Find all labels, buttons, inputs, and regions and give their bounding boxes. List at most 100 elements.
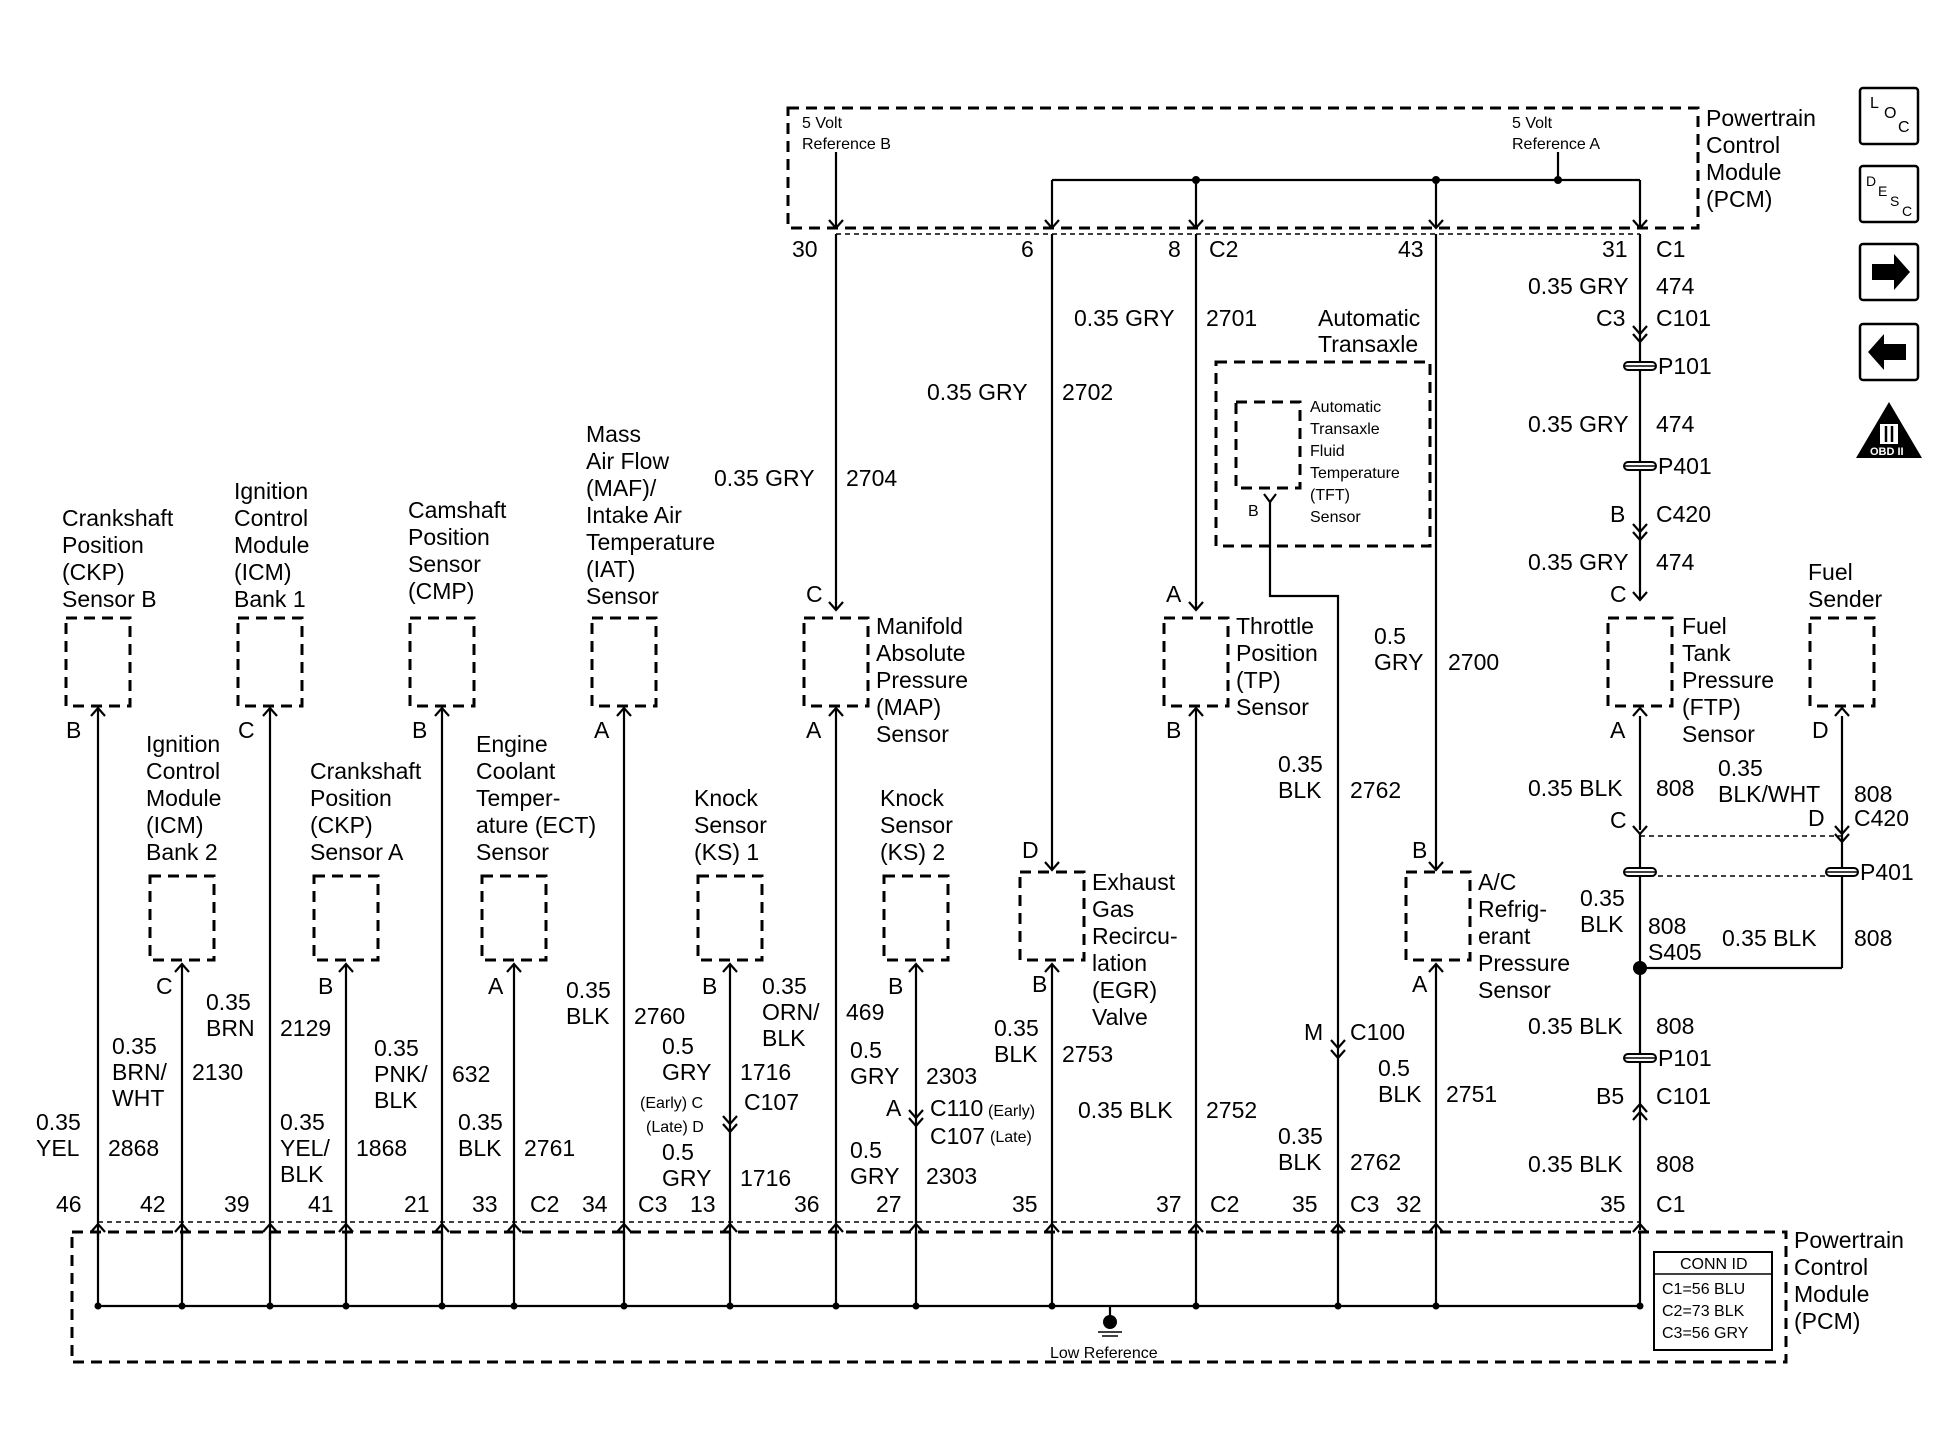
ckp-a-label: Sensor A bbox=[310, 839, 404, 865]
wire-label: 0.35 BLK bbox=[1078, 1097, 1173, 1123]
ks1-label: (KS) 1 bbox=[694, 839, 759, 865]
circuit-number: 2760 bbox=[634, 1003, 685, 1029]
egr-label: Valve bbox=[1092, 1004, 1148, 1030]
tp-label: Sensor bbox=[1236, 694, 1309, 720]
ks1-label: Sensor bbox=[694, 812, 767, 838]
bus-junction bbox=[1048, 1302, 1056, 1310]
pcm-title: Control bbox=[1794, 1254, 1868, 1280]
ks2-label: Sensor bbox=[880, 812, 953, 838]
connector-label: C420 bbox=[1656, 501, 1711, 527]
conn-id-title: CONN ID bbox=[1680, 1256, 1748, 1273]
pin-letter: A bbox=[1166, 581, 1182, 607]
pcm-pin-arrow bbox=[506, 1222, 522, 1233]
bus-junction bbox=[620, 1302, 628, 1310]
ref-a-label: 5 Volt bbox=[1512, 115, 1553, 132]
obd-ii-icon[interactable]: OBD II bbox=[1856, 402, 1922, 458]
egr-label: Gas bbox=[1092, 896, 1134, 922]
wire-labels: 0.35 YEL 2868 0.35 BRN/ WHT 2130 0.35 BR… bbox=[36, 973, 1497, 1191]
maf-label: Mass bbox=[586, 421, 641, 447]
ac-label: Refrig- bbox=[1478, 896, 1547, 922]
conn-id-box bbox=[1653, 1251, 1773, 1351]
svg-text:C: C bbox=[1898, 119, 1910, 136]
circuit-number: 2303 bbox=[926, 1063, 977, 1089]
transaxle-label: Automatic bbox=[1318, 305, 1420, 331]
pin-letter: B bbox=[888, 973, 903, 999]
connector-label: P401 bbox=[1860, 859, 1914, 885]
wire-label: 0.35 bbox=[36, 1109, 81, 1135]
wire-label: GRY bbox=[662, 1059, 711, 1085]
ckp-b-label: (CKP) bbox=[62, 559, 125, 585]
ect-label: ature (ECT) bbox=[476, 812, 596, 838]
pcm-pin: 31 bbox=[1602, 236, 1628, 262]
pcm-pin: 43 bbox=[1398, 236, 1424, 262]
ac-label: Pressure bbox=[1478, 950, 1570, 976]
pcm-title: (PCM) bbox=[1706, 186, 1772, 212]
pin-letter: A bbox=[488, 973, 504, 999]
wire-label: 0.5 bbox=[850, 1037, 882, 1063]
pin-letter: B bbox=[702, 973, 717, 999]
pcm-title: Module bbox=[1706, 159, 1781, 185]
wire-label: 0.35 GRY bbox=[1528, 411, 1629, 437]
pin-letter: B bbox=[66, 717, 81, 743]
bus-junction bbox=[266, 1302, 274, 1310]
loc-icon[interactable]: L O C bbox=[1858, 86, 1920, 146]
tft-label: Sensor bbox=[1310, 509, 1361, 526]
pcm-pin-arrow bbox=[1330, 1222, 1346, 1233]
wire-label: WHT bbox=[112, 1085, 164, 1111]
sensor-boxes bbox=[64, 616, 1472, 962]
egr-label: (EGR) bbox=[1092, 977, 1157, 1003]
ckp-a-label: Position bbox=[310, 785, 392, 811]
prev-arrow-icon[interactable] bbox=[1858, 322, 1920, 382]
desc-icon[interactable]: D E S C bbox=[1858, 164, 1920, 224]
pcm-conn: C3 bbox=[638, 1191, 667, 1217]
wire-label: 0.35 GRY bbox=[1528, 549, 1629, 575]
icm-2-label: Module bbox=[146, 785, 221, 811]
bus-junction bbox=[1432, 1302, 1440, 1310]
fuel-sender-label: Sender bbox=[1808, 586, 1883, 612]
wire-label: BRN/ bbox=[112, 1059, 168, 1085]
pcm-bottom: Low Reference CONN ID C1=56 BLU C2=73 BL… bbox=[56, 1191, 1904, 1364]
wire-label: BLK bbox=[458, 1135, 502, 1161]
pin-letter: A bbox=[1412, 971, 1428, 997]
wire-label: 0.35 bbox=[566, 977, 611, 1003]
circuit-number: 632 bbox=[452, 1061, 490, 1087]
ckp-a-label: Crankshaft bbox=[310, 758, 422, 784]
pin-letter: B bbox=[318, 973, 333, 999]
pin-letter: A bbox=[806, 717, 822, 743]
pcm-pin: 21 bbox=[404, 1191, 430, 1217]
circuit-number: 474 bbox=[1656, 411, 1695, 437]
circuit-number: 2702 bbox=[1062, 379, 1113, 405]
wire-label: 0.35 bbox=[762, 973, 807, 999]
signal-wires bbox=[90, 706, 1444, 1240]
pin-letter: C3 bbox=[1596, 305, 1625, 331]
wire-label: BRN bbox=[206, 1015, 255, 1041]
splice-s405 bbox=[1633, 961, 1647, 975]
wire-label: YEL/ bbox=[280, 1135, 330, 1161]
conn-id-line: C3=56 GRY bbox=[1662, 1325, 1749, 1342]
pcm-pin: 35 bbox=[1600, 1191, 1626, 1217]
side-icons: L O C D E S C OBD II bbox=[1856, 86, 1922, 458]
next-arrow-icon[interactable] bbox=[1858, 242, 1920, 302]
circuit-number: 1716 bbox=[740, 1059, 791, 1085]
pcm-conn: C1 bbox=[1656, 1191, 1685, 1217]
pcm-conn: C3 bbox=[1350, 1191, 1379, 1217]
ckp-b-label: Position bbox=[62, 532, 144, 558]
wire-label: 0.35 bbox=[374, 1035, 419, 1061]
wire-label: 0.35 GRY bbox=[714, 465, 815, 491]
bus-junction bbox=[1192, 1302, 1200, 1310]
wire-label: 0.35 GRY bbox=[927, 379, 1028, 405]
circuit-number: 474 bbox=[1656, 273, 1695, 299]
circuit-number: 1716 bbox=[740, 1165, 791, 1191]
pin-letter: C bbox=[1610, 581, 1627, 607]
pcm-pin: 13 bbox=[690, 1191, 716, 1217]
pcm-top: 5 Volt Reference B 5 Volt Reference A Po… bbox=[786, 105, 1816, 262]
automatic-transaxle: Automatic Transaxle Automatic Transaxle … bbox=[1214, 305, 1432, 1240]
pcm-title: Control bbox=[1706, 132, 1780, 158]
wire-label: ORN/ bbox=[762, 999, 820, 1025]
tft-label: Transaxle bbox=[1310, 421, 1380, 438]
obd-ii-label: OBD II bbox=[1870, 446, 1904, 458]
ftp-label: Fuel bbox=[1682, 613, 1727, 639]
pcm-pin: 32 bbox=[1396, 1191, 1422, 1217]
tft-label: Automatic bbox=[1310, 399, 1381, 416]
wire-label: 0.35 BLK bbox=[1528, 775, 1623, 801]
